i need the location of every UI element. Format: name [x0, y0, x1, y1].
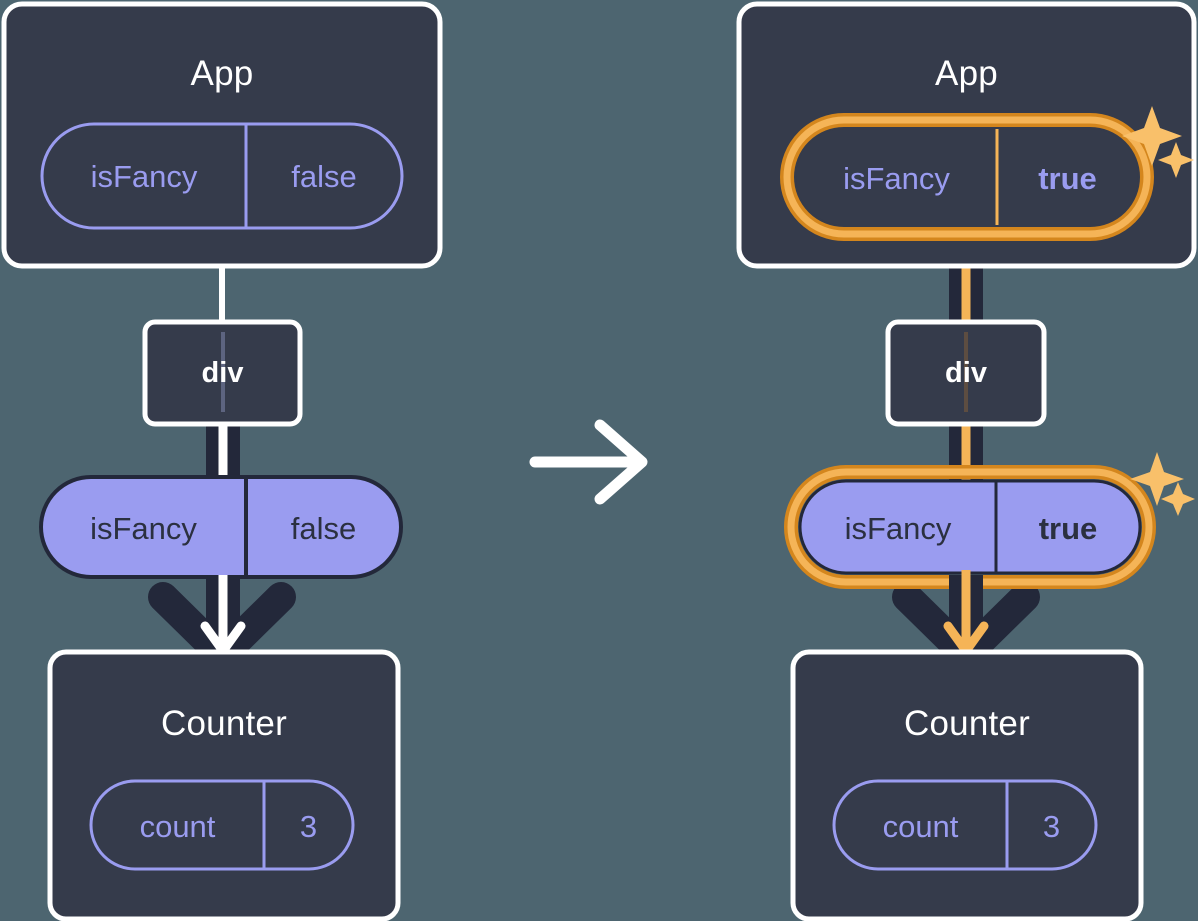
sparkle-small-icon-app: [1158, 142, 1194, 178]
counter-state-pill-before: [89, 779, 355, 871]
counter-state-pill-after: [832, 779, 1098, 871]
prop-pill-after: [784, 465, 1156, 589]
sparkle-small-icon-prop: [1161, 482, 1195, 516]
app-state-pill-after: [780, 113, 1154, 241]
app-box-before: [1, 1, 443, 269]
app-state-pill-before: [40, 122, 404, 230]
prop-pill-before: [39, 475, 403, 579]
panel-after: [736, 1, 1197, 921]
panel-before: [1, 1, 443, 921]
counter-box-before: [47, 649, 401, 921]
sparkle-large-icon-app: [1122, 106, 1182, 166]
transition-arrow: [529, 419, 648, 505]
sparkle-large-icon-prop: [1130, 452, 1184, 506]
counter-box-after: [790, 649, 1144, 921]
